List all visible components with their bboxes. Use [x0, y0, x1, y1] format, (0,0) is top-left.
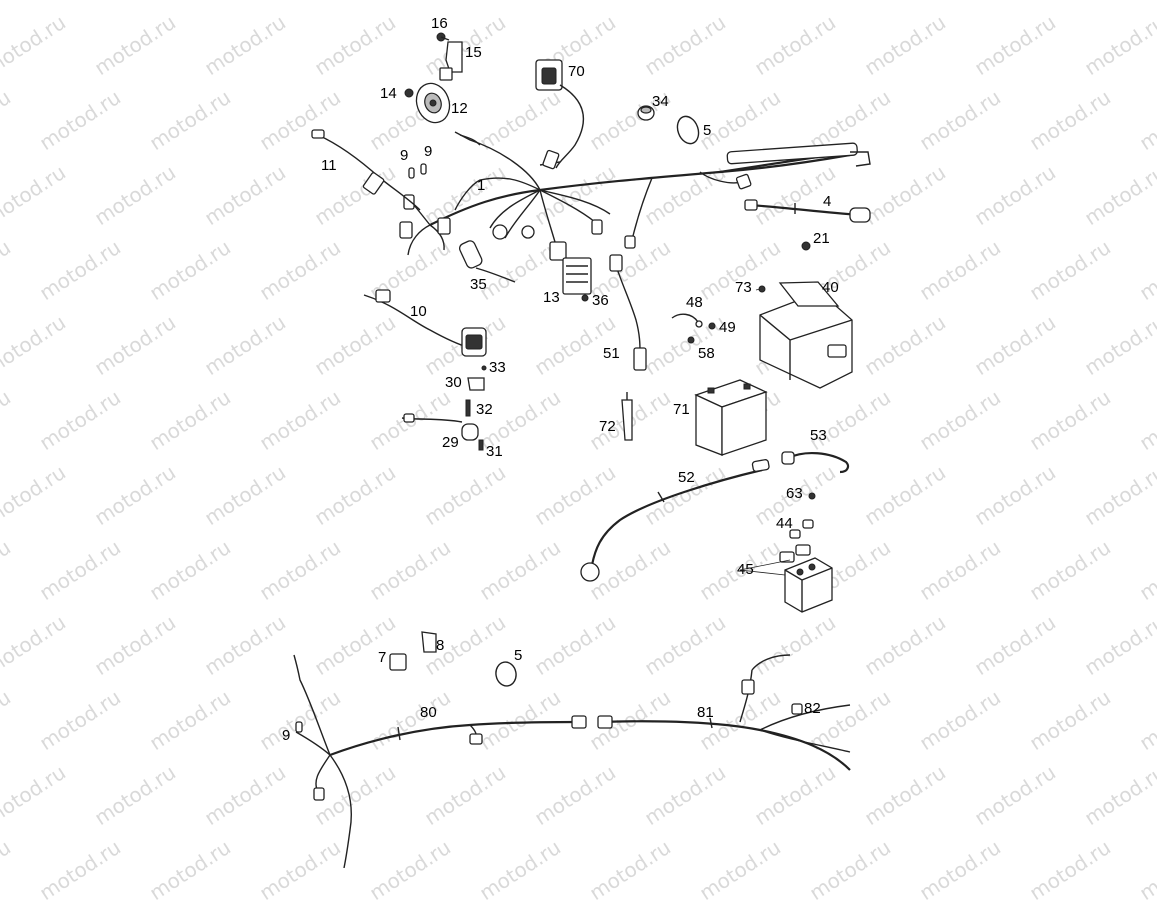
part-15-bracket[interactable]: [439, 41, 463, 81]
label-48: 48: [686, 294, 703, 311]
label-53: 53: [810, 427, 827, 444]
label-31: 31: [486, 443, 503, 460]
label-33: 33: [489, 359, 506, 376]
label-63: 63: [786, 485, 803, 502]
part-10-cable[interactable]: [363, 289, 487, 357]
part-29-switch-cable[interactable]: [401, 413, 479, 441]
label-73: 73: [735, 279, 752, 296]
part-63-clip[interactable]: [808, 492, 816, 500]
part-71-battery[interactable]: [694, 379, 768, 456]
label-30: 30: [445, 374, 462, 391]
part-9-bulb-rear[interactable]: [295, 721, 303, 733]
label-71: 71: [673, 401, 690, 418]
part-14-screw[interactable]: [404, 88, 414, 98]
part-13-regulator[interactable]: [562, 257, 592, 295]
label-21: 21: [813, 230, 830, 247]
label-8: 8: [436, 637, 444, 654]
label-29: 29: [442, 434, 459, 451]
label-49: 49: [719, 319, 736, 336]
part-40-battery-box[interactable]: [759, 281, 853, 389]
part-31-screw[interactable]: [478, 439, 484, 451]
part-44-terminal-covers[interactable]: [789, 519, 814, 539]
main-wiring-harness[interactable]: [399, 131, 871, 261]
label-80: 80: [420, 704, 437, 721]
part-70-sensor[interactable]: [535, 59, 585, 170]
part-5-cable-tie-top[interactable]: [674, 113, 702, 146]
part-4-cable[interactable]: [744, 199, 871, 223]
label-70: 70: [568, 63, 585, 80]
part-53-battery-cable[interactable]: [781, 451, 850, 474]
part-35-capacitor[interactable]: [458, 239, 516, 283]
label-7: 7: [378, 649, 386, 666]
part-30-holder[interactable]: [467, 377, 485, 391]
label-40: 40: [822, 279, 839, 296]
part-12-horn[interactable]: [411, 79, 455, 128]
part-82-connector[interactable]: [791, 703, 803, 715]
label-58: 58: [698, 345, 715, 362]
part-9-bulbs[interactable]: [408, 163, 427, 179]
part-7-relay[interactable]: [389, 653, 407, 671]
label-13: 13: [543, 289, 560, 306]
label-14: 14: [380, 85, 397, 102]
label-32: 32: [476, 401, 493, 418]
part-48-cable[interactable]: [671, 313, 703, 328]
label-82: 82: [804, 700, 821, 717]
part-8-bracket[interactable]: [421, 631, 437, 653]
part-52-cable[interactable]: [580, 459, 770, 582]
part-80-rear-harness[interactable]: [293, 654, 587, 868]
part-36-screw[interactable]: [581, 294, 589, 302]
wiring-harness-diagram: 1 4 5 5 7 8 9 9 9 10 11 12 13 14 15 16 2…: [282, 15, 871, 868]
label-45: 45: [737, 561, 754, 578]
label-81: 81: [697, 704, 714, 721]
label-72: 72: [599, 418, 616, 435]
part-58-screw[interactable]: [687, 336, 695, 344]
label-52: 52: [678, 469, 695, 486]
part-16-screw[interactable]: [436, 32, 450, 42]
label-12: 12: [451, 100, 468, 117]
label-5-top: 5: [703, 122, 711, 139]
label-1: 1: [477, 177, 485, 194]
part-32-pin[interactable]: [465, 399, 471, 417]
part-34-cap[interactable]: [637, 105, 655, 121]
label-9-rear: 9: [282, 727, 290, 744]
label-35: 35: [470, 276, 487, 293]
part-81-harness[interactable]: [597, 654, 851, 771]
label-4: 4: [823, 193, 831, 210]
label-15: 15: [465, 44, 482, 61]
callout-labels: 1 4 5 5 7 8 9 9 9 10 11 12 13 14 15 16 2…: [282, 15, 839, 744]
label-9-right: 9: [424, 143, 432, 160]
part-5-cable-tie-bottom[interactable]: [494, 660, 518, 687]
label-5-bottom: 5: [514, 647, 522, 664]
leader-lines: [739, 288, 791, 576]
label-44: 44: [776, 515, 793, 532]
label-11: 11: [321, 157, 337, 174]
label-10: 10: [410, 303, 427, 320]
label-34: 34: [652, 93, 669, 110]
part-51-pressure-switch[interactable]: [609, 254, 647, 371]
label-51: 51: [603, 345, 620, 362]
label-16: 16: [431, 15, 448, 32]
part-45-starter-relay[interactable]: [779, 544, 833, 613]
part-21-nut[interactable]: [801, 241, 811, 251]
part-11-cable[interactable]: [311, 129, 421, 211]
label-36: 36: [592, 292, 609, 309]
part-33-screw[interactable]: [481, 365, 487, 371]
part-72-fuse-holder[interactable]: [621, 392, 633, 441]
part-49-nut[interactable]: [708, 322, 716, 330]
label-9-left: 9: [400, 147, 408, 164]
